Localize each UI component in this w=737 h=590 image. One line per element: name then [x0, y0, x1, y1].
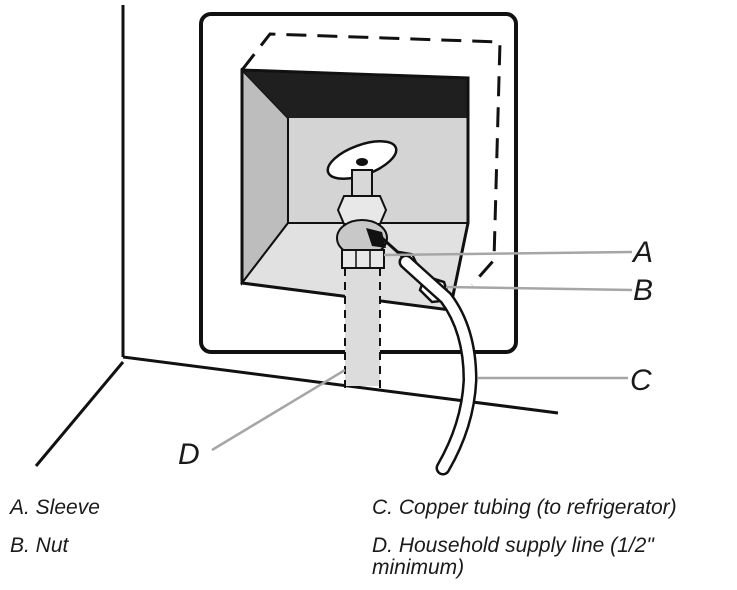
- supply-line-pipe: [345, 268, 380, 386]
- leader-d: [211, 368, 346, 452]
- leader-b: [445, 285, 633, 292]
- tubing-stub: [380, 236, 404, 258]
- valve-packing-nut: [336, 195, 388, 225]
- box-top-shadow: [242, 70, 468, 118]
- floor-corner-line: [34, 361, 125, 467]
- leader-a: [383, 250, 633, 257]
- legend-item-nut: B. Nut: [10, 534, 69, 557]
- legend-item-copper-tubing: C. Copper tubing (to refrigerator): [372, 496, 677, 519]
- valve-inlet-nut: [341, 249, 385, 269]
- legend-item-sleeve: A. Sleeve: [10, 496, 100, 519]
- box-dashed-outline: [240, 32, 502, 286]
- legend-item-household-supply-line: D. Household supply line (1/2" minimum): [372, 534, 654, 579]
- callout-c: C: [630, 364, 652, 397]
- box-opening-edge: [240, 68, 470, 312]
- callout-d: D: [178, 438, 200, 471]
- shutoff-valve: [326, 140, 398, 269]
- water-valve-installation-diagram: A B C D: [34, 5, 653, 476]
- floor-back-line: [122, 355, 559, 415]
- valve-outlet: [366, 228, 386, 248]
- valve-stem: [351, 169, 373, 197]
- callout-b: B: [633, 274, 653, 307]
- callout-a: A: [631, 236, 653, 269]
